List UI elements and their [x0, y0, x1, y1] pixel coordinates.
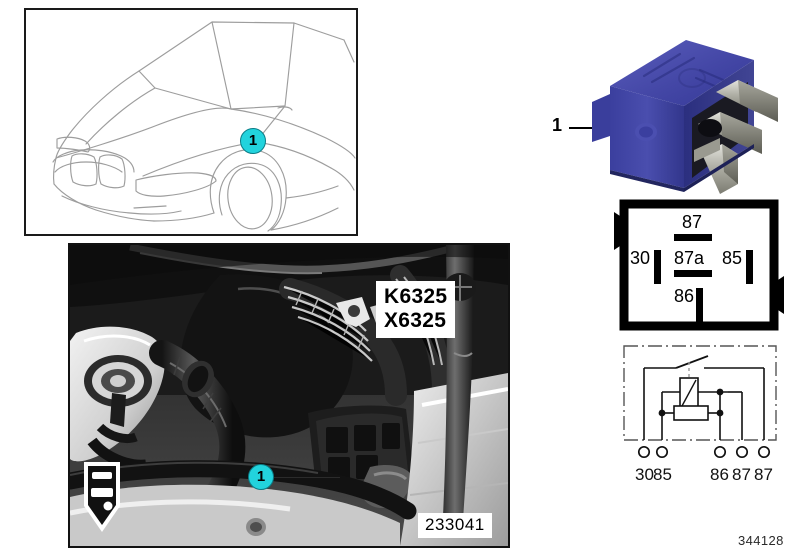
pin-label-85: 85 — [722, 248, 742, 268]
pin-blade-87-top — [674, 234, 712, 241]
vehicle-outline-drawing — [52, 21, 356, 232]
vehicle-location-panel: 1 — [24, 8, 358, 236]
part-label-line-2: X6325 — [384, 309, 447, 332]
junction-dot — [658, 409, 666, 417]
junction-dot — [716, 409, 724, 417]
terminal-node-85 — [655, 445, 669, 459]
part-label-line-1: K6325 — [384, 285, 448, 308]
pin-blade-86 — [696, 288, 703, 322]
document-reference-number: 344128 — [738, 533, 784, 548]
pin-label-87a: 87a — [674, 248, 705, 268]
item-leader-line — [569, 127, 601, 129]
coil-suppression-resistor — [673, 405, 709, 421]
terminal-node-86 — [713, 445, 727, 459]
callout-leader-line-photo — [274, 477, 340, 478]
schematic-pin-label-87a: 87 — [732, 465, 751, 484]
pin-blade-30 — [654, 250, 661, 284]
photo-reference-number: 233041 — [418, 513, 492, 538]
terminal-node-87b — [757, 445, 771, 459]
relay-pinout-diagram: 87 30 87a 85 86 — [614, 199, 784, 331]
schematic-pin-label-30: 30 — [635, 465, 654, 484]
pin-label-30: 30 — [630, 248, 650, 268]
schematic-pin-label-85: 85 — [653, 465, 672, 484]
relay-circuit-schematic: 30 85 86 87 87 — [623, 345, 777, 484]
terminal-node-87a — [735, 445, 749, 459]
pin-blade-87a — [674, 270, 712, 277]
callout-marker-1-photo: 1 — [248, 464, 274, 490]
vehicle-orientation-icon — [84, 462, 120, 532]
pin-label-86: 86 — [674, 286, 694, 306]
schematic-pin-label-86: 86 — [710, 465, 729, 484]
item-number-1: 1 — [552, 115, 563, 135]
switch-contact-blade — [675, 355, 709, 369]
schematic-pin-label-87b: 87 — [754, 465, 773, 484]
pin-label-87-top: 87 — [682, 212, 702, 232]
relay-component-photo — [592, 40, 778, 194]
schematic-boundary — [623, 345, 777, 441]
callout-marker-1-vehicle: 1 — [240, 128, 266, 154]
pin-blade-85 — [746, 250, 753, 284]
terminal-node-30 — [637, 445, 651, 459]
junction-dot — [716, 388, 724, 396]
